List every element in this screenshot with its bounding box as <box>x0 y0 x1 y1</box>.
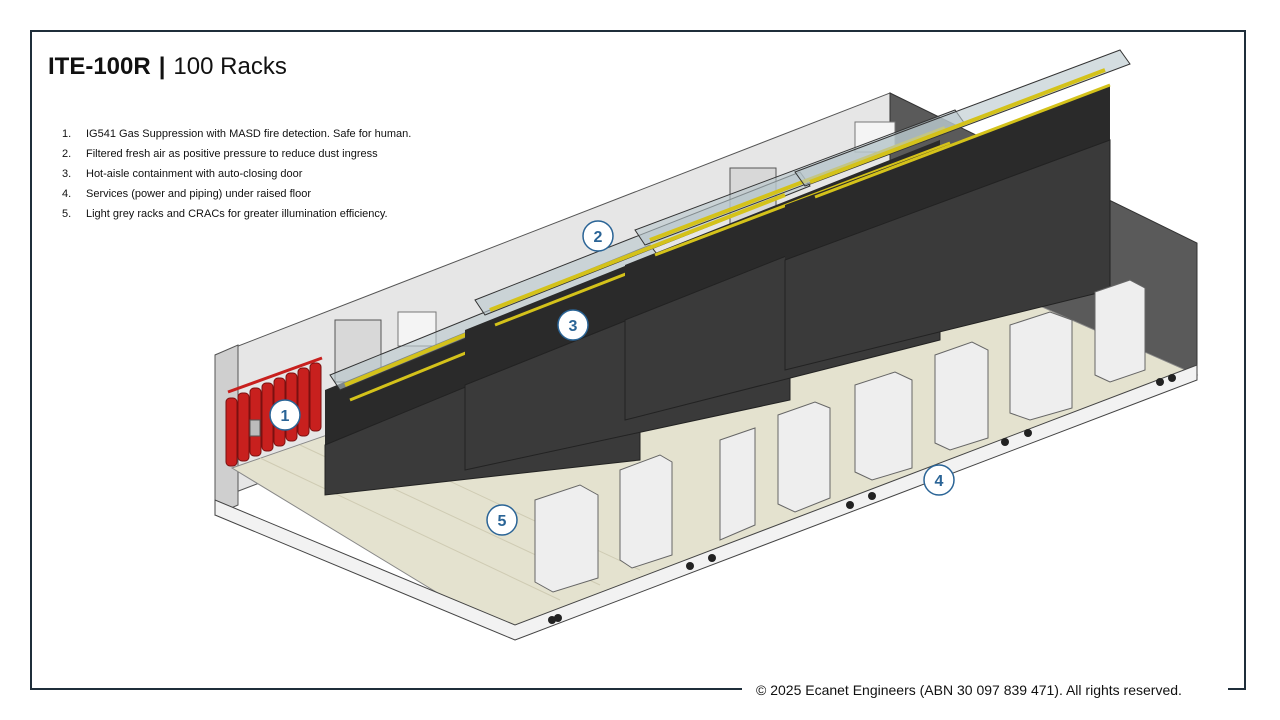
slide-frame <box>30 30 1246 689</box>
floor-front-edge <box>214 364 1198 641</box>
callout-3: 3 <box>557 309 589 341</box>
page-title: ITE-100R | 100 Racks <box>48 52 287 82</box>
feature-number: 3. <box>62 168 72 180</box>
feature-item: 3. Hot-aisle containment with auto-closin… <box>62 164 411 184</box>
feature-text: Hot-aisle containment with auto-closing … <box>86 168 303 180</box>
frame-bottom-line <box>30 688 742 690</box>
feature-number: 4. <box>62 188 72 200</box>
callout-label: 1 <box>281 408 290 425</box>
feature-item: 4. Services (power and piping) under rais… <box>62 184 411 204</box>
callout-label: 2 <box>594 229 603 246</box>
feature-number: 2. <box>62 148 72 160</box>
model-code: ITE-100R <box>48 53 151 80</box>
feature-item: 1. IG541 Gas Suppression with MASD fire d… <box>62 124 411 144</box>
callout-2: 2 <box>582 220 614 252</box>
feature-item: 2. Filtered fresh air as positive pressur… <box>62 144 411 164</box>
callout-label: 5 <box>498 513 507 530</box>
feature-text: Filtered fresh air as positive pressure … <box>86 148 378 160</box>
rack-row <box>784 49 1131 371</box>
callout-4: 4 <box>923 464 955 496</box>
callout-1: 1 <box>269 399 301 431</box>
feature-text: Services (power and piping) under raised… <box>86 188 312 200</box>
copyright-notice: © 2025 Ecanet Engineers (ABN 30 097 839 … <box>756 682 1182 698</box>
feature-text: IG541 Gas Suppression with MASD fire det… <box>86 128 412 140</box>
feature-number: 5. <box>62 208 72 220</box>
model-subtitle: 100 Racks <box>173 53 287 80</box>
callout-label: 3 <box>569 318 578 335</box>
feature-list: 1. IG541 Gas Suppression with MASD fire d… <box>62 124 411 224</box>
callout-5: 5 <box>486 504 518 536</box>
feature-item: 5. Light grey racks and CRACs for greater… <box>62 204 411 224</box>
frame-bottom-line-end <box>1228 688 1246 690</box>
feature-text: Light grey racks and CRACs for greater i… <box>86 208 388 220</box>
crac-units <box>534 279 1146 593</box>
callout-label: 4 <box>935 473 944 490</box>
feature-number: 1. <box>62 128 72 140</box>
title-separator: | <box>158 53 166 80</box>
underfloor-services <box>548 374 1176 624</box>
